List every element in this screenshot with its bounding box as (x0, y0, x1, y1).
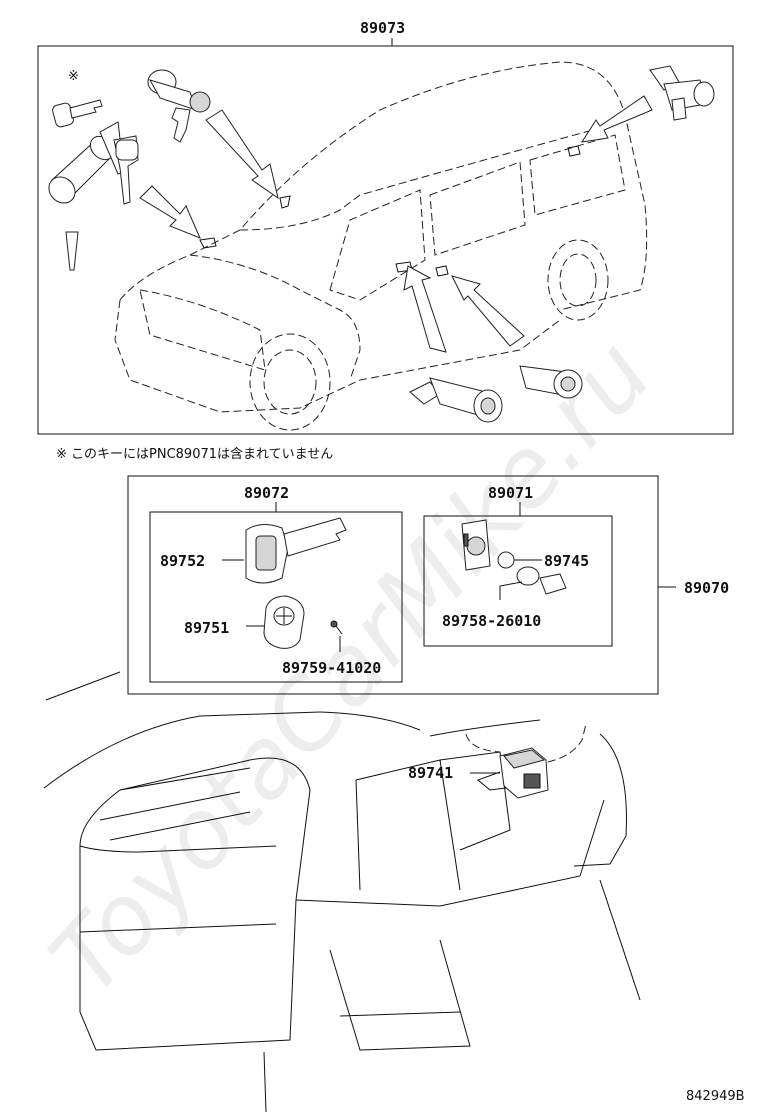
part-label-89071: 89071 (488, 484, 533, 502)
part-label-89758: 89758-26010 (442, 612, 541, 630)
van-illustration (114, 61, 648, 431)
transponder-chip-icon (461, 519, 515, 571)
door-lock-cylinder-bottom-right-icon (519, 365, 583, 399)
drawing-number: 842949B (686, 1089, 745, 1104)
part-label-89745: 89745 (544, 552, 589, 570)
arrow-to-hood-icon (139, 185, 201, 239)
part-label-89073: 89073 (360, 19, 405, 37)
key-small-icon (52, 99, 103, 128)
screw-icon (330, 620, 343, 635)
tool-pin-icon (65, 231, 79, 271)
transponder-set-frame (127, 475, 659, 695)
lock-cylinder-set-group: 89073 ※ (37, 19, 734, 435)
battery-cover-icon (516, 566, 567, 595)
back-door-lock-cylinder-icon (147, 69, 211, 143)
transponder-subassy-frame (423, 515, 613, 647)
part-label-89072: 89072 (244, 484, 289, 502)
door-lock-cylinder-bottom-left-icon (409, 377, 503, 423)
ignition-cylinder-with-keys-icon (48, 121, 139, 205)
note-text: ※ このキーにはPNC89071は含まれていません (56, 446, 333, 462)
part-label-89741: 89741 (408, 764, 453, 782)
note-mark: ※ (68, 69, 79, 84)
part-label-89759: 89759-41020 (282, 659, 381, 677)
arrow-to-driver-door-icon (403, 265, 447, 353)
side-door-lock-cylinder-top-icon (649, 65, 715, 121)
part-label-89070: 89070 (684, 579, 729, 597)
arrow-to-front-icon (205, 109, 279, 200)
arrow-to-rear-icon (580, 95, 653, 143)
key-blank-icon (245, 517, 347, 584)
part-label-89751: 89751 (184, 619, 229, 637)
lock-set-frame (37, 45, 734, 435)
transmitter-housing-icon (263, 595, 305, 649)
key-subassy-frame (149, 511, 403, 683)
key-transponder-set-group: 89070 89072 89752 89751 89759-41020 8907… (127, 475, 729, 695)
part-label-89752: 89752 (160, 552, 205, 570)
dashboard-illustration (43, 671, 641, 1112)
transponder-ecu-icon (477, 747, 549, 799)
arrow-to-slide-door-icon (451, 275, 525, 347)
